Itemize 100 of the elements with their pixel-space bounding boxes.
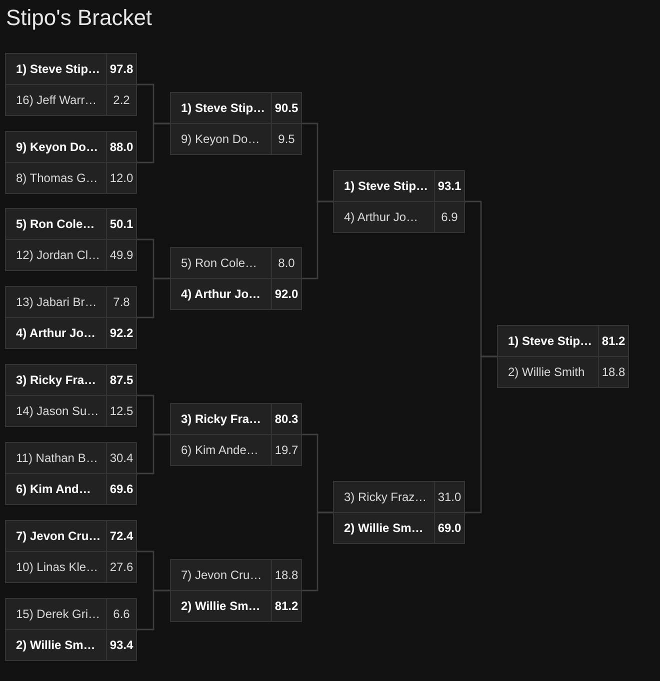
bracket-line bbox=[302, 512, 333, 592]
team-row bbox=[334, 171, 464, 201]
score: 19.7 bbox=[272, 435, 301, 465]
player-name: 6) Kim Ande… bbox=[171, 435, 271, 465]
matchup-box bbox=[5, 442, 137, 505]
score: 7.8 bbox=[107, 287, 136, 317]
player-name: 5) Ron Cole… bbox=[6, 209, 106, 239]
score: 18.8 bbox=[599, 357, 628, 387]
player-name: 6) Kim And… bbox=[6, 474, 106, 504]
bracket-line bbox=[137, 590, 170, 630]
score: 87.5 bbox=[107, 365, 136, 395]
player-name: 7) Jevon Cru… bbox=[171, 560, 271, 590]
player-name: 4) Arthur Jo… bbox=[6, 318, 106, 348]
player-name: 5) Ron Cole… bbox=[171, 248, 271, 278]
team-row bbox=[6, 209, 136, 239]
score: 81.2 bbox=[272, 591, 301, 621]
score: 18.8 bbox=[272, 560, 301, 590]
player-name: 4) Arthur Jo… bbox=[171, 279, 271, 309]
matchup-box bbox=[5, 53, 137, 116]
team-row bbox=[171, 404, 301, 434]
score: 92.0 bbox=[272, 279, 301, 309]
score: 93.1 bbox=[435, 171, 464, 201]
player-name: 3) Ricky Fraz… bbox=[334, 482, 434, 512]
player-name: 1) Steve Stip… bbox=[498, 326, 598, 356]
score: 2.2 bbox=[107, 85, 136, 115]
player-name: 11) Nathan B… bbox=[6, 443, 106, 473]
bracket-line bbox=[137, 434, 170, 474]
team-row bbox=[334, 513, 464, 543]
player-name: 1) Steve Stip… bbox=[6, 54, 106, 84]
score: 80.3 bbox=[272, 404, 301, 434]
player-name: 2) Willie Sm… bbox=[6, 630, 106, 660]
team-row bbox=[6, 599, 136, 629]
matchup-box bbox=[170, 92, 302, 155]
team-row bbox=[6, 521, 136, 551]
score: 93.4 bbox=[107, 630, 136, 660]
team-row bbox=[6, 396, 136, 426]
team-row bbox=[171, 591, 301, 621]
player-name: 1) Steve Stip… bbox=[334, 171, 434, 201]
score: 50.1 bbox=[107, 209, 136, 239]
matchup-box bbox=[333, 170, 465, 233]
player-name: 12) Jordan Cl… bbox=[6, 240, 106, 270]
score: 72.4 bbox=[107, 521, 136, 551]
team-row bbox=[6, 365, 136, 395]
score: 9.5 bbox=[272, 124, 301, 154]
team-row bbox=[6, 287, 136, 317]
score: 69.6 bbox=[107, 474, 136, 504]
team-row bbox=[6, 54, 136, 84]
score: 6.6 bbox=[107, 599, 136, 629]
matchup-box bbox=[170, 403, 302, 466]
team-row bbox=[171, 93, 301, 123]
player-name: 15) Derek Gri… bbox=[6, 599, 106, 629]
score: 49.9 bbox=[107, 240, 136, 270]
player-name: 3) Ricky Fra… bbox=[6, 365, 106, 395]
score: 27.6 bbox=[107, 552, 136, 582]
team-row bbox=[6, 240, 136, 270]
score: 31.0 bbox=[435, 482, 464, 512]
score: 12.0 bbox=[107, 163, 136, 193]
team-row bbox=[6, 318, 136, 348]
player-name: 16) Jeff Warr… bbox=[6, 85, 106, 115]
matchup-box bbox=[5, 208, 137, 271]
bracket-line bbox=[137, 122, 170, 164]
score: 92.2 bbox=[107, 318, 136, 348]
team-row bbox=[171, 279, 301, 309]
matchup-box bbox=[5, 286, 137, 349]
score: 12.5 bbox=[107, 396, 136, 426]
team-row bbox=[498, 357, 628, 387]
player-name: 9) Keyon Do… bbox=[171, 124, 271, 154]
player-name: 13) Jabari Br… bbox=[6, 287, 106, 317]
matchup-box bbox=[5, 131, 137, 194]
player-name: 8) Thomas G… bbox=[6, 163, 106, 193]
player-name: 10) Linas Kle… bbox=[6, 552, 106, 582]
player-name: 2) Willie Sm… bbox=[334, 513, 434, 543]
player-name: 14) Jason Su… bbox=[6, 396, 106, 426]
team-row bbox=[6, 85, 136, 115]
team-row bbox=[6, 443, 136, 473]
matchup-box bbox=[497, 325, 629, 388]
matchup-box bbox=[170, 247, 302, 310]
player-name: 2) Willie Smith bbox=[498, 357, 598, 387]
player-name: 3) Ricky Fra… bbox=[171, 404, 271, 434]
player-name: 1) Steve Stip… bbox=[171, 93, 271, 123]
bracket-line bbox=[465, 356, 497, 514]
score: 90.5 bbox=[272, 93, 301, 123]
player-name: 9) Keyon Do… bbox=[6, 132, 106, 162]
team-row bbox=[171, 248, 301, 278]
player-name: 7) Jevon Cru… bbox=[6, 521, 106, 551]
team-row bbox=[6, 163, 136, 193]
team-row bbox=[6, 630, 136, 660]
player-name: 4) Arthur Jo… bbox=[334, 202, 434, 232]
matchup-box bbox=[5, 364, 137, 427]
team-row bbox=[171, 435, 301, 465]
title: Stipo's Bracket bbox=[6, 5, 152, 31]
team-row bbox=[6, 132, 136, 162]
matchup-box bbox=[170, 559, 302, 622]
team-row bbox=[6, 552, 136, 582]
team-row bbox=[334, 202, 464, 232]
bracket-line bbox=[302, 200, 333, 280]
bracket-line bbox=[137, 278, 170, 318]
score: 81.2 bbox=[599, 326, 628, 356]
team-row bbox=[334, 482, 464, 512]
score: 88.0 bbox=[107, 132, 136, 162]
